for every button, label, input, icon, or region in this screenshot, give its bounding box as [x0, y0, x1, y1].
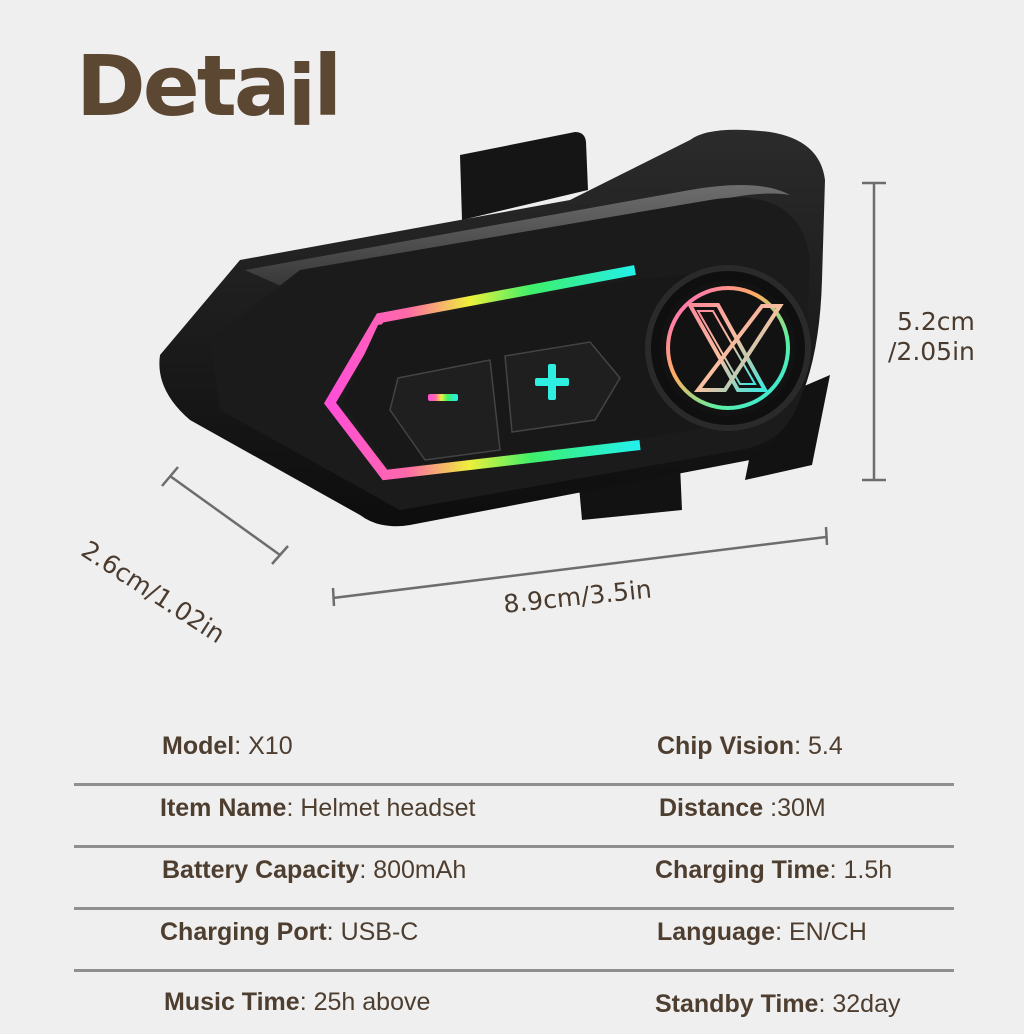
rgb-light-strip — [323, 265, 641, 481]
spec-row: Music Time: 25h above Standby Time: 32da… — [74, 972, 954, 1034]
spec-distance: Distance :30M — [659, 794, 826, 822]
spec-language: Language: EN/CH — [657, 918, 867, 946]
spec-battery-capacity: Battery Capacity: 800mAh — [162, 856, 467, 884]
mount-clip-top — [460, 132, 588, 220]
x-logo-icon — [686, 303, 784, 392]
rgb-ring-icon — [666, 286, 790, 410]
height-dimension-label: 5.2cm /2.05in — [888, 307, 975, 367]
spec-charging-port: Charging Port: USB-C — [160, 918, 419, 946]
volume-down-button[interactable] — [389, 359, 501, 461]
spec-item-name: Item Name: Helmet headset — [160, 794, 476, 822]
plus-icon — [535, 364, 569, 400]
spec-charging-time: Charging Time: 1.5h — [655, 856, 893, 884]
spec-row: Charging Port: USB-C Language: EN/CH — [74, 910, 954, 972]
spec-chip-vision: Chip Vision: 5.4 — [657, 732, 843, 760]
spec-standby-time: Standby Time: 32day — [655, 990, 901, 1018]
height-cm: 5.2cm — [897, 307, 975, 336]
title-text-suffix: l — [313, 37, 342, 135]
product-image — [150, 120, 850, 540]
spec-table: Model: X10 Chip Vision: 5.4 Item Name: H… — [74, 724, 954, 1034]
spec-row: Model: X10 Chip Vision: 5.4 — [74, 724, 954, 786]
multifunction-x-button[interactable] — [645, 265, 811, 431]
page-title: Detail — [76, 44, 342, 138]
title-text: Deta — [76, 37, 291, 135]
volume-up-button[interactable] — [504, 341, 621, 433]
width-dimension-label: 8.9cm/3.5in — [502, 574, 654, 619]
spec-model: Model: X10 — [162, 732, 293, 760]
spec-row: Item Name: Helmet headset Distance :30M — [74, 786, 954, 848]
spec-music-time: Music Time: 25h above — [164, 988, 431, 1016]
title-text-i: i — [287, 47, 317, 145]
depth-dimension-label: 2.6cm/1.02in — [76, 535, 231, 650]
spec-row: Battery Capacity: 800mAh Charging Time: … — [74, 848, 954, 910]
height-in: /2.05in — [888, 337, 975, 366]
minus-icon — [428, 394, 458, 401]
